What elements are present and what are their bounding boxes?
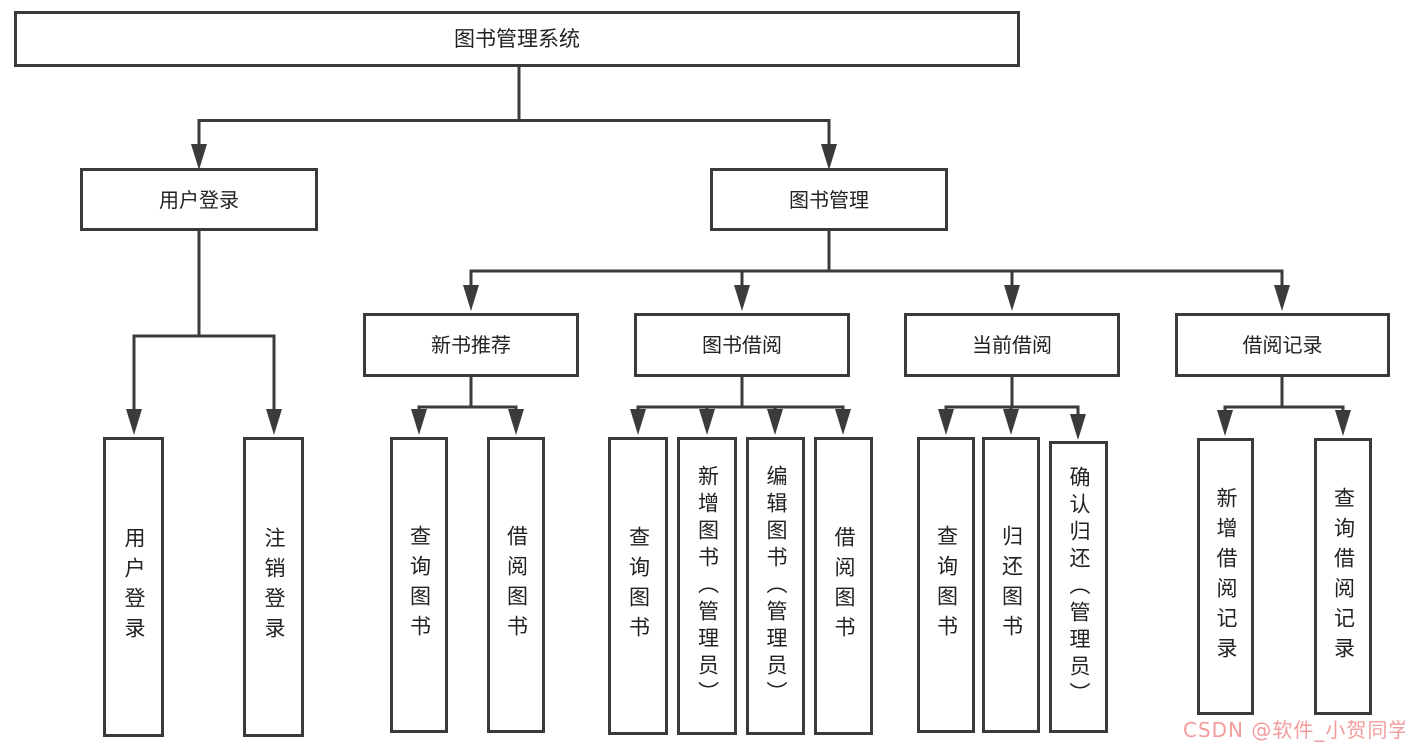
node-current-borrowing: 当前借阅 [904,313,1120,377]
node-user-login: 用户登录 [80,168,318,231]
node-borrowing-records: 借阅记录 [1175,313,1390,377]
node-new-book-recommendation: 新书推荐 [363,313,579,377]
leaf-confirm-return-admin: 确认归还（管理员） [1049,441,1108,733]
leaf-add-borrow-record: 新增借阅记录 [1197,438,1254,715]
leaf-edit-books-admin: 编辑图书（管理员） [746,437,805,735]
leaf-query-books-3: 查询图书 [917,437,975,733]
leaf-user-login: 用户登录 [103,437,164,737]
node-book-borrowing: 图书借阅 [634,313,850,377]
csdn-watermark: CSDN @软件_小贺同学 [1183,718,1405,742]
leaf-return-books: 归还图书 [982,437,1040,733]
node-book-management: 图书管理 [710,168,948,231]
leaf-borrow-books-2: 借阅图书 [814,437,873,735]
leaf-query-books-1: 查询图书 [390,437,448,733]
leaf-query-borrow-record: 查询借阅记录 [1314,438,1372,715]
leaf-add-books-admin: 新增图书（管理员） [677,437,737,735]
leaf-query-books-2: 查询图书 [608,437,668,735]
leaf-logout: 注销登录 [243,437,304,737]
leaf-borrow-books-1: 借阅图书 [487,437,545,733]
node-root-system: 图书管理系统 [14,11,1020,67]
arrowhead-icons [126,144,1351,440]
